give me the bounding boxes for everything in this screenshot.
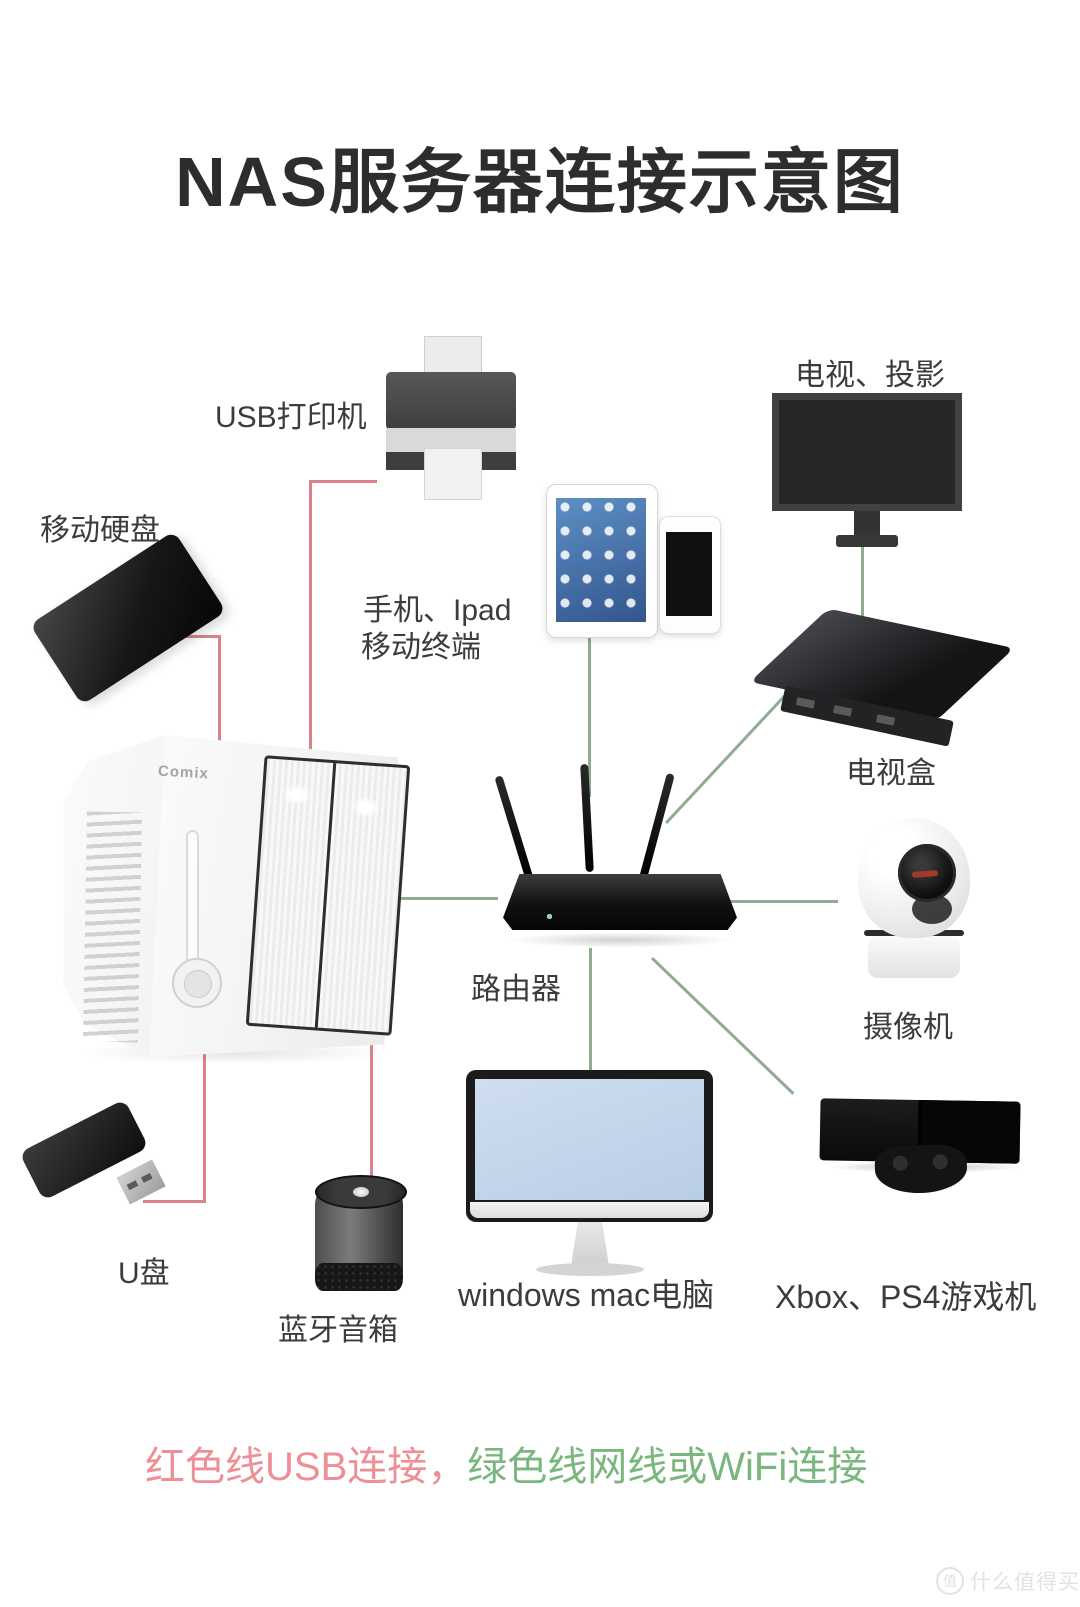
mobile-hdd-label: 移动硬盘	[40, 514, 160, 547]
printer-output-paper	[424, 448, 482, 500]
speaker-grille	[315, 1263, 403, 1291]
net-line-mobile-router	[588, 637, 591, 797]
usb-line-printer-h	[309, 480, 377, 483]
router-antenna	[494, 775, 534, 881]
usb-line-udisk-h	[143, 1200, 206, 1203]
router-antenna	[580, 763, 594, 873]
usb-printer-icon	[386, 336, 518, 500]
tvbox-port	[795, 697, 816, 709]
nas-brand-logo: Comix	[157, 762, 210, 783]
legend-network-text: 绿色线网线或WiFi连接	[467, 1445, 868, 1489]
usb-drive-icon	[19, 1099, 175, 1235]
bt-speaker-label: 蓝牙音箱	[278, 1314, 398, 1347]
printer-label: USB打印机	[215, 401, 367, 434]
tv-box-icon	[749, 608, 1015, 755]
router-antenna	[639, 772, 675, 880]
usb-line-speaker-v	[370, 1042, 373, 1182]
tv-box-label: 电视盒	[846, 757, 936, 790]
tv-screen	[772, 393, 962, 511]
bt-speaker-icon	[315, 1175, 407, 1300]
computer-label: windows mac电脑	[458, 1277, 715, 1313]
router-label: 路由器	[471, 973, 561, 1006]
net-line-tv-tvbox	[861, 546, 864, 628]
computer-screen	[475, 1079, 704, 1200]
mobile-hdd-icon	[29, 530, 227, 706]
tvbox-port	[875, 714, 896, 726]
gamepad-icon	[874, 1143, 968, 1195]
watermark-text: 什么值得买	[970, 1571, 1080, 1594]
game-console-icon	[819, 1095, 1035, 1220]
nas-power-button	[172, 958, 222, 1008]
tv-label: 电视、投影	[795, 359, 945, 392]
net-line-nas-router	[380, 897, 498, 900]
watermark: 值 什么值得买	[936, 1566, 1080, 1596]
page-title: NAS服务器连接示意图	[175, 143, 905, 221]
tv-icon	[772, 393, 962, 553]
mobile-devices-label-line1: 手机、Ipad	[363, 594, 512, 627]
legend: 红色线USB连接，绿色线网线或WiFi连接	[145, 1434, 867, 1492]
game-console-label: Xbox、PS4游戏机	[775, 1279, 1037, 1315]
phone-icon	[659, 516, 721, 636]
net-line-router-computer	[589, 948, 592, 1072]
nas-icon: Comix	[60, 712, 411, 1067]
ip-camera-icon	[858, 818, 978, 983]
camera-lens	[898, 844, 956, 902]
nas-vents	[82, 811, 143, 1043]
router-body	[503, 874, 737, 930]
usb-drive-label: U盘	[118, 1257, 170, 1290]
legend-usb-text: 红色线USB连接，	[145, 1445, 468, 1489]
nas-drive-bays	[245, 755, 411, 1036]
usb-connector	[116, 1159, 166, 1205]
camera-label: 摄像机	[863, 1011, 953, 1044]
usb-line-hdd-v	[218, 635, 221, 748]
tvbox-port	[832, 705, 853, 717]
watermark-badge-icon: 值	[936, 1567, 964, 1595]
usb-line-hdd-h	[178, 635, 221, 638]
usb-line-printer-v	[309, 480, 312, 757]
tablet-icon	[546, 484, 658, 639]
printer-body	[386, 372, 516, 430]
phone-screen	[666, 532, 712, 616]
router-icon	[494, 762, 745, 962]
usb-line-udisk-v	[203, 1052, 206, 1203]
nas-led-strip	[186, 830, 199, 992]
net-line-router-camera	[723, 900, 838, 903]
computer-icon	[466, 1070, 716, 1280]
tablet-screen	[556, 498, 646, 622]
mobile-devices-label-line2: 移动终端	[361, 631, 481, 664]
speaker-button	[353, 1187, 369, 1197]
